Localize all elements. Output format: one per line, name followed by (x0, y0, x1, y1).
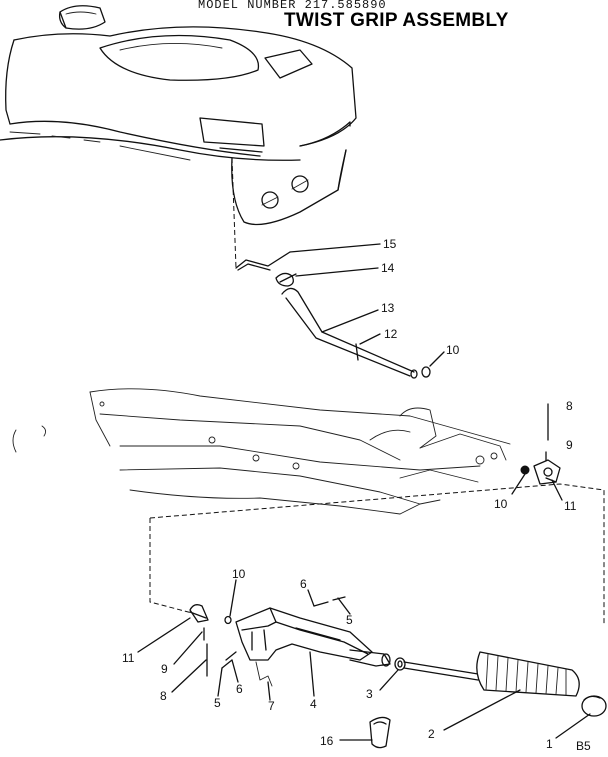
callout-11-left: 11 (122, 651, 135, 665)
leader-lines (137, 243, 591, 741)
callout-8-upper: 8 (566, 399, 573, 413)
reference-labels: 15 14 13 12 10 8 9 10 11 10 6 5 11 9 8 5… (122, 237, 591, 753)
diagram-title: TWIST GRIP ASSEMBLY (284, 10, 509, 31)
model-number: MODEL NUMBER 217.585890 (198, 0, 387, 12)
callout-5-lower: 5 (214, 696, 221, 710)
callout-13: 13 (381, 301, 395, 315)
callout-11-right: 11 (564, 499, 577, 513)
callout-5-upper: 5 (346, 613, 353, 627)
throttle-linkage (231, 157, 431, 379)
callout-10-right: 10 (494, 497, 508, 511)
callout-8-left: 8 (160, 689, 167, 703)
callout-1: 1 (546, 737, 553, 751)
callout-6-lower: 6 (236, 682, 243, 696)
callout-4: 4 (310, 697, 317, 711)
twist-grip-parts (189, 596, 607, 749)
mower-frame (12, 388, 511, 515)
page-code: B5 (576, 739, 591, 753)
callout-6-upper: 6 (300, 577, 307, 591)
callout-7: 7 (268, 699, 275, 713)
callout-14: 14 (381, 261, 395, 275)
callout-15: 15 (383, 237, 397, 251)
engine-illustration (0, 5, 357, 226)
callout-10-upper: 10 (446, 343, 460, 357)
callout-9-upper: 9 (566, 438, 573, 452)
assembly-guide-lines (149, 483, 605, 626)
callout-16: 16 (320, 734, 334, 748)
callout-3: 3 (366, 687, 373, 701)
callout-12: 12 (384, 327, 398, 341)
callout-2: 2 (428, 727, 435, 741)
callout-9-left: 9 (161, 662, 168, 676)
callout-10-lower: 10 (232, 567, 246, 581)
right-side-parts (520, 403, 561, 485)
